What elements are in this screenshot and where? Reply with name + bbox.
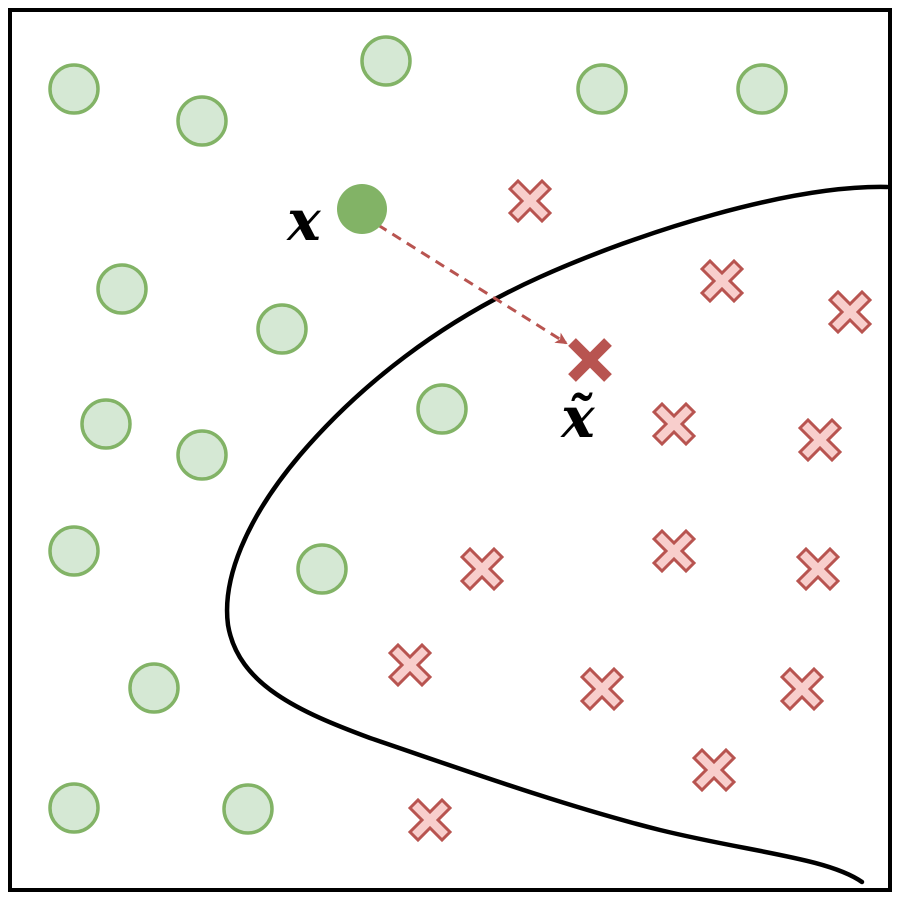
class-a-circle-icon bbox=[80, 398, 132, 450]
class-b-cross-icon bbox=[651, 528, 697, 574]
class-a-circle-icon bbox=[48, 782, 100, 834]
class-b-cross-icon bbox=[779, 666, 825, 712]
class-b-cross-icon bbox=[691, 747, 737, 793]
class-a-circle-icon bbox=[222, 783, 274, 835]
decision-boundary-curve bbox=[224, 184, 890, 885]
class-a-circle-icon bbox=[48, 525, 100, 577]
class-a-circle-icon bbox=[296, 543, 348, 595]
class-a-circle-icon bbox=[736, 63, 788, 115]
class-a-circle-icon bbox=[576, 63, 628, 115]
perturbation-arrow bbox=[377, 223, 568, 345]
class-a-circle-icon bbox=[96, 263, 148, 315]
class-a-circle-icon bbox=[416, 383, 468, 435]
class-b-points bbox=[387, 178, 873, 843]
class-b-cross-icon bbox=[507, 178, 553, 224]
class-b-cross-icon bbox=[579, 666, 625, 712]
class-a-circle-icon bbox=[128, 662, 180, 714]
adversarial-point-label: x̃ bbox=[560, 385, 595, 451]
original-point-label: x bbox=[286, 188, 321, 254]
class-a-points bbox=[48, 35, 788, 835]
class-a-circle-icon bbox=[360, 35, 412, 87]
class-b-cross-icon bbox=[387, 642, 433, 688]
class-b-cross-icon bbox=[827, 289, 873, 335]
class-b-cross-icon bbox=[459, 546, 505, 592]
adversarial-point-marker bbox=[568, 338, 612, 382]
class-b-cross-icon bbox=[407, 797, 453, 843]
class-a-circle-icon bbox=[256, 303, 308, 355]
class-b-cross-icon bbox=[699, 258, 745, 304]
class-a-circle-icon bbox=[176, 95, 228, 147]
class-b-cross-icon bbox=[651, 401, 697, 447]
class-b-cross-icon bbox=[797, 417, 843, 463]
class-a-circle-icon bbox=[176, 429, 228, 481]
diagram-frame bbox=[8, 8, 892, 892]
original-point-marker bbox=[337, 184, 387, 234]
class-b-cross-icon bbox=[795, 546, 841, 592]
class-a-circle-icon bbox=[48, 63, 100, 115]
